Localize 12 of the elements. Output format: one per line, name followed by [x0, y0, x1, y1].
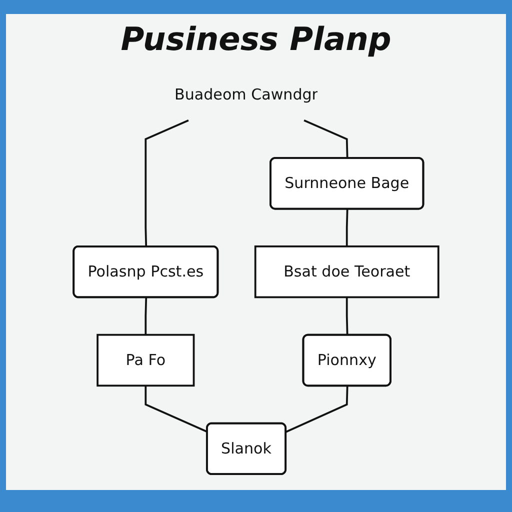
node-text: Buadeom Cawndgr	[174, 86, 318, 104]
title: Pusiness Planp	[120, 20, 392, 58]
node-box	[96, 334, 195, 387]
connector	[144, 120, 189, 248]
connector	[144, 386, 208, 434]
connector	[346, 210, 348, 247]
board-background: Pusiness Planp Buadeom Cawndgr Surnneone Bage Polasnp Pcst.es Bsat doe Teoraet Pa Fo Pionnxy Slanok	[6, 14, 506, 490]
connector	[304, 120, 348, 159]
connector	[286, 386, 348, 434]
connector	[144, 298, 148, 336]
connector	[346, 298, 348, 336]
node-box	[254, 246, 440, 299]
